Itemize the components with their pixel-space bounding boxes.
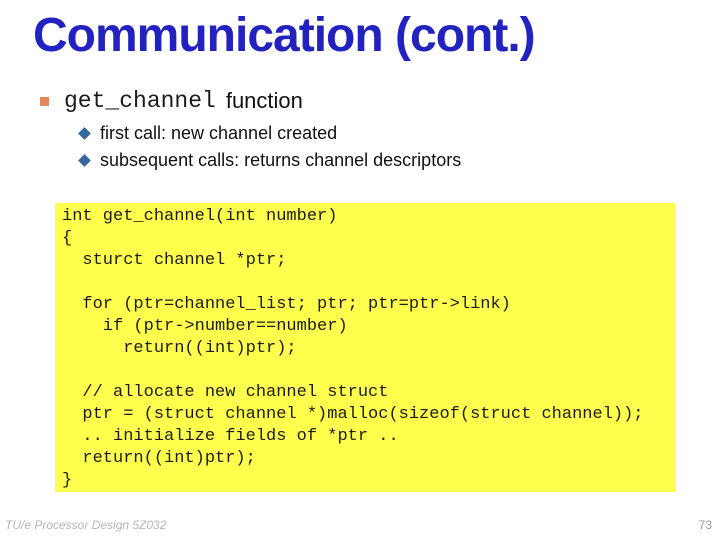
footer-course-label: TU/e Processor Design 5Z032 (5, 518, 167, 532)
bullet-code-text: get_channel (64, 88, 216, 114)
sub-bullet-text: first call: new channel created (100, 123, 338, 143)
sub-bullet-text: subsequent calls: returns channel descri… (100, 150, 462, 170)
code-text: int get_channel(int number) { sturct cha… (62, 207, 644, 490)
bullet-plain-text: function (225, 88, 303, 113)
diamond-bullet-icon (78, 127, 91, 140)
square-bullet-icon (40, 96, 49, 106)
bullet-item: get_channel function (40, 88, 303, 114)
footer-page-number: 73 (698, 518, 712, 532)
sub-bullet-item: subsequent calls: returns channel descri… (78, 150, 462, 171)
slide-title: Communication (cont.) (33, 9, 536, 62)
sub-bullet-item: first call: new channel created (78, 123, 338, 144)
code-block: int get_channel(int number) { sturct cha… (55, 203, 675, 492)
diamond-bullet-icon (78, 154, 91, 167)
